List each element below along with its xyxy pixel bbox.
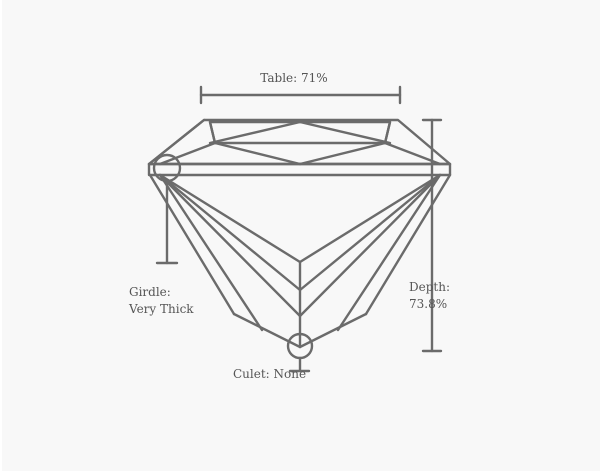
depth-label-title: Depth: xyxy=(409,280,450,294)
girdle-callout xyxy=(152,153,182,265)
table-label: Table: 71% xyxy=(0,70,600,87)
girdle-label-value: Very Thick xyxy=(129,302,194,316)
table-dimension-line xyxy=(199,85,402,105)
girdle-label-title: Girdle: xyxy=(129,285,171,299)
depth-dimension-line xyxy=(421,118,443,353)
table-label-text: Table: 71% xyxy=(260,71,328,85)
culet-callout xyxy=(286,332,314,373)
diamond-pavilion xyxy=(148,173,452,349)
diamond-girdle xyxy=(147,162,452,177)
diamond-crown xyxy=(147,118,452,166)
depth-label-value: 73.8% xyxy=(409,297,448,311)
culet-label: Culet: None xyxy=(233,367,307,381)
